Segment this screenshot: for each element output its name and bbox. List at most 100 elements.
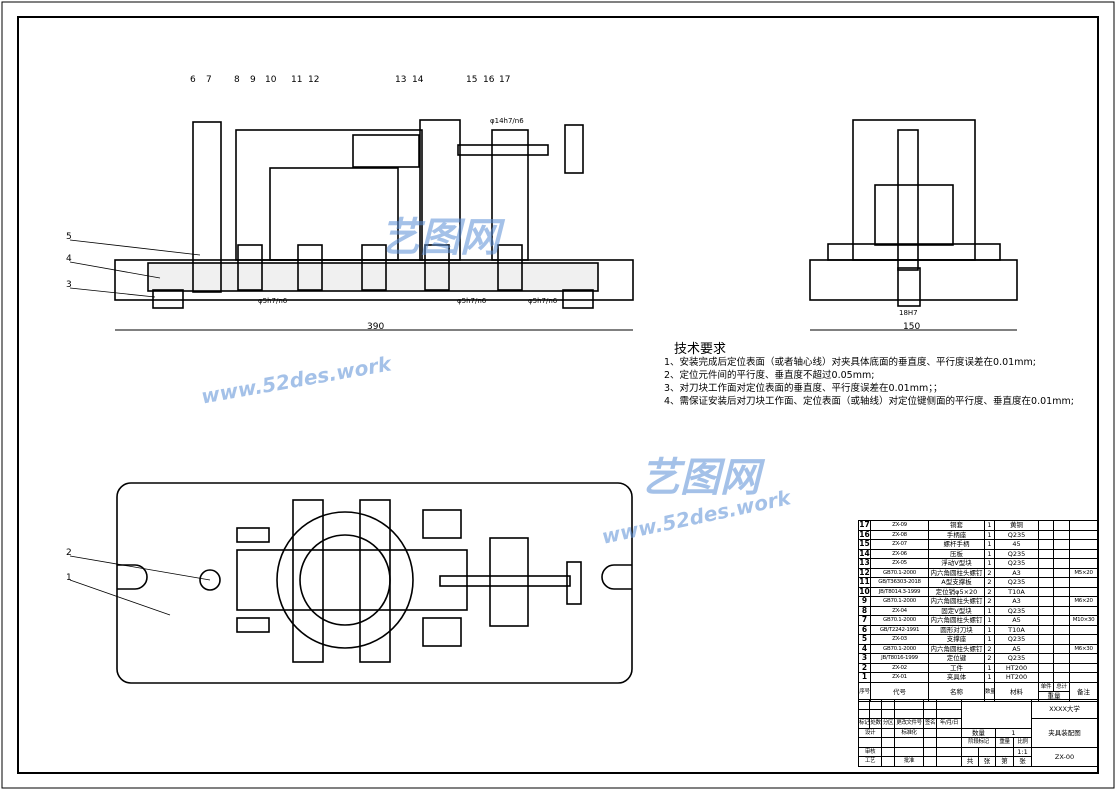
bom-cell <box>1053 596 1070 607</box>
bom-cell: 浮动V型块 <box>928 558 985 569</box>
bom-cell: T10A <box>994 586 1039 597</box>
bom-cell <box>1038 529 1054 540</box>
bom-cell <box>1069 529 1098 540</box>
balloon-13: 13 <box>395 75 407 85</box>
bom-cell <box>1053 643 1070 654</box>
bom-cell <box>1053 558 1070 569</box>
bom-cell: 1 <box>984 548 995 559</box>
balloon-3: 3 <box>66 280 72 290</box>
bom-cell: GB70.1-2000 <box>870 643 929 654</box>
bom-cell: 1 <box>984 624 995 635</box>
bom-cell <box>1038 548 1054 559</box>
bom-cell <box>1053 529 1070 540</box>
bom-cell: ZX-07 <box>870 539 929 550</box>
watermark-logo: 艺图网 <box>380 215 500 261</box>
bom-cell: GB/T36303-2018 <box>870 577 929 588</box>
balloon-11: 11 <box>291 75 303 85</box>
bom-cell: M6×30 <box>1069 643 1098 654</box>
bom-cell: 内六角圆柱头螺钉 <box>928 643 985 654</box>
bom-cell <box>1053 567 1070 578</box>
bom-cell <box>1069 634 1098 645</box>
bom-cell <box>1053 539 1070 550</box>
bom-cell: 压板 <box>928 548 985 559</box>
tech-item: 3、对刀块工作面对定位表面的垂直度、平行度误差在0.01mm；； <box>664 383 943 394</box>
bom-cell <box>1038 567 1054 578</box>
bom-cell: ZX-05 <box>870 558 929 569</box>
bom-cell <box>1053 577 1070 588</box>
bom-cell: 1 <box>984 672 995 683</box>
bom-cell <box>1053 548 1070 559</box>
bom-cell: 6 <box>858 624 871 635</box>
dim-390: 390 <box>367 322 385 332</box>
bom-cell <box>1053 520 1070 531</box>
bom-cell: ZX-04 <box>870 605 929 616</box>
bom-cell: 夹具体 <box>928 672 985 683</box>
dim-150: 150 <box>903 322 921 332</box>
balloon-9: 9 <box>250 75 256 85</box>
bom-cell <box>1038 520 1054 531</box>
dim-18h7: 18H7 <box>899 309 918 317</box>
bom-cell: GB/T2242-1991 <box>870 624 929 635</box>
bom-cell <box>1038 624 1054 635</box>
bom-cell: ZX-06 <box>870 548 929 559</box>
bom-cell <box>1053 662 1070 673</box>
fit-bushing: φ14h7/n6 <box>490 117 524 125</box>
bom-cell: 内六角圆柱头螺钉 <box>928 615 985 626</box>
bom-cell <box>1069 548 1098 559</box>
bom-cell: 2 <box>858 662 871 673</box>
bom-cell <box>1038 577 1054 588</box>
balloon-12: 12 <box>308 75 320 85</box>
bom-cell <box>1038 662 1054 673</box>
bom-cell: 3 <box>858 653 871 664</box>
tech-item: 1、安装完成后定位表面（或者轴心线）对夹具体底面的垂直度、平行度误差在0.01m… <box>664 357 1036 368</box>
balloon-1: 1 <box>66 573 72 583</box>
bom-cell: 2 <box>984 586 995 597</box>
bom-cell: 2 <box>984 567 995 578</box>
bom-cell <box>1069 624 1098 635</box>
bom-cell <box>1053 672 1070 683</box>
leaders <box>69 239 211 616</box>
bom-cell: Q235 <box>994 548 1039 559</box>
bom-cell: GB70.1-2000 <box>870 567 929 578</box>
bom-cell <box>1053 615 1070 626</box>
bom-cell <box>1038 558 1054 569</box>
bom-cell: 黄铜 <box>994 520 1039 531</box>
bom-cell: 15 <box>858 539 871 550</box>
bom-cell: Q235 <box>994 634 1039 645</box>
bom-cell <box>1038 615 1054 626</box>
bom-cell: JB/T8014.3-1999 <box>870 586 929 597</box>
bom-cell: 1 <box>984 539 995 550</box>
bom-cell <box>1038 672 1054 683</box>
inner-frame <box>17 16 1099 774</box>
bom-cell: 45 <box>994 539 1039 550</box>
bom-cell: 1 <box>984 558 995 569</box>
bom-cell: 铜套 <box>928 520 985 531</box>
bom-cell: 圆形对刀块 <box>928 624 985 635</box>
bom-cell <box>1038 539 1054 550</box>
bom-cell: 12 <box>858 567 871 578</box>
side-view <box>809 119 1018 331</box>
bom-cell <box>1038 634 1054 645</box>
bom-cell: 内六角圆柱头螺钉 <box>928 596 985 607</box>
bom-cell: Q235 <box>994 577 1039 588</box>
front-view <box>114 119 634 331</box>
bom-header: 序号代号名称数量材料单件总计备注 <box>858 681 1098 702</box>
bom-cell <box>1053 634 1070 645</box>
bom-cell <box>1069 577 1098 588</box>
bom-cell: Q235 <box>994 558 1039 569</box>
balloon-2: 2 <box>66 548 72 558</box>
bom-cell: M5×20 <box>1069 567 1098 578</box>
bom-cell: 2 <box>984 643 995 654</box>
bom-cell: 13 <box>858 558 871 569</box>
bom-cell: T10A <box>994 624 1039 635</box>
